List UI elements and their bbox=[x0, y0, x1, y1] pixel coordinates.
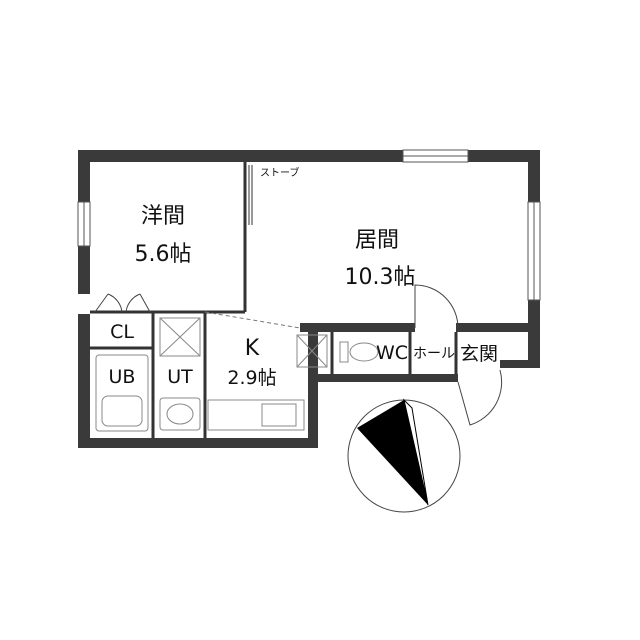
hall-label: ホール bbox=[413, 346, 455, 362]
toilet-label: WC bbox=[376, 342, 408, 364]
north-needle-icon bbox=[357, 400, 428, 505]
western-room-name: 洋間 bbox=[141, 204, 185, 229]
windows bbox=[77, 149, 541, 301]
doors bbox=[94, 284, 503, 426]
kitchen-name: K bbox=[245, 336, 260, 361]
living-room-size: 10.3帖 bbox=[345, 265, 416, 290]
closet-label: CL bbox=[110, 321, 134, 343]
outer-walls bbox=[78, 150, 540, 448]
fixtures bbox=[95, 317, 379, 432]
stove-label: ストーブ bbox=[260, 166, 299, 179]
sliding-partition bbox=[248, 165, 253, 225]
kitchen-boundary bbox=[204, 311, 301, 329]
partitions bbox=[90, 162, 458, 438]
bath-label: UB bbox=[109, 366, 136, 388]
kitchen-size: 2.9帖 bbox=[227, 367, 276, 389]
western-room-size: 5.6帖 bbox=[135, 242, 192, 267]
utility-label: UT bbox=[167, 366, 193, 388]
compass bbox=[347, 398, 461, 513]
room-labels: 洋間 5.6帖 居間 10.3帖 K 2.9帖 CL UB UT WC ホール … bbox=[109, 166, 498, 389]
living-room-name: 居間 bbox=[355, 228, 399, 253]
entrance-label: 玄関 bbox=[460, 343, 498, 365]
